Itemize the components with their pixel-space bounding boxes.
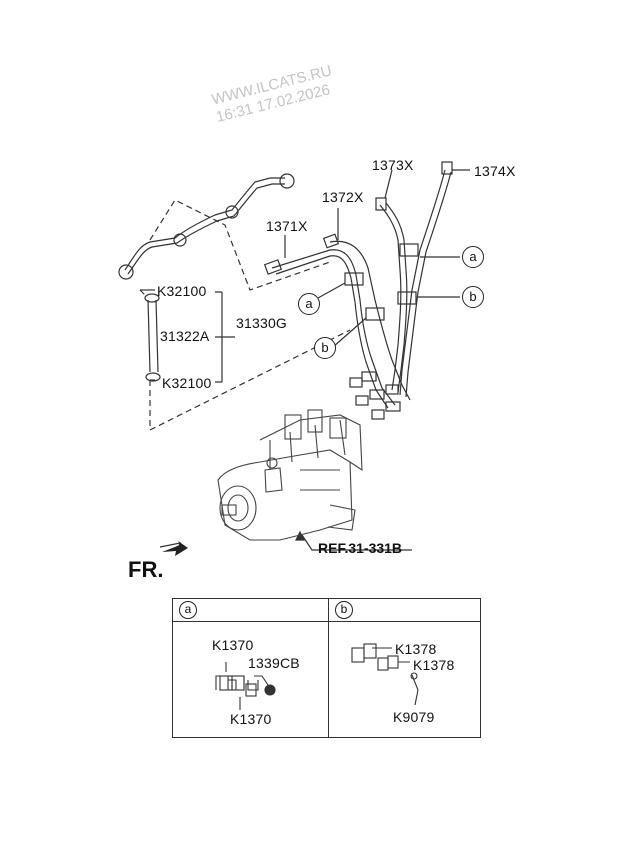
marker-b-right: b [462,286,484,308]
injection-pipe-1371x [271,249,396,406]
injection-pipe-1373x [379,204,402,391]
callout-1374x: 1374X [474,163,516,179]
banjo-fitting-4 [118,264,134,280]
detail-marker-b: b [335,601,353,619]
injection-pump [217,409,363,541]
callout-1372x: 1372X [322,189,364,205]
callout-31322a: 31322A [160,328,210,344]
injection-pipe-1372x [329,240,411,401]
clamp-b1 [397,291,417,305]
banjo-fitting-1 [279,173,295,189]
leak-off-pipe [124,177,285,271]
part-k1378-top: K1378 [395,641,437,657]
marker-a-right: a [462,246,484,268]
detail-marker-a: a [179,601,197,619]
detail-table: a b [172,598,481,738]
callout-1371x: 1371X [266,218,308,234]
callout-k32100-bottom: K32100 [162,375,212,391]
front-direction-label: FR. [128,557,164,582]
fr-arrow-icon [162,541,188,556]
marker-b-left: b [314,337,336,359]
injection-pipe-1374x [399,169,446,396]
hose [147,299,159,373]
part-1339cb: 1339CB [248,655,300,671]
marker-a-left: a [298,293,320,315]
clamp-b2 [365,307,385,321]
clamp-a2 [399,243,419,257]
part-k1370-bottom: K1370 [230,711,272,727]
detail-table-divider [328,599,329,737]
ref-label: REF.31-331B [318,540,403,556]
callout-31330g: 31330G [236,315,288,331]
clamp-a1 [344,272,364,286]
part-k1370-top: K1370 [212,637,254,653]
part-k1378-mid: K1378 [413,657,455,673]
part-k9079: K9079 [393,709,435,725]
callout-1373x: 1373X [372,157,414,173]
detail-table-header [173,599,480,622]
banjo-fitting-3 [173,233,187,247]
banjo-fitting-2 [225,205,239,219]
callout-k32100-top: K32100 [157,283,207,299]
